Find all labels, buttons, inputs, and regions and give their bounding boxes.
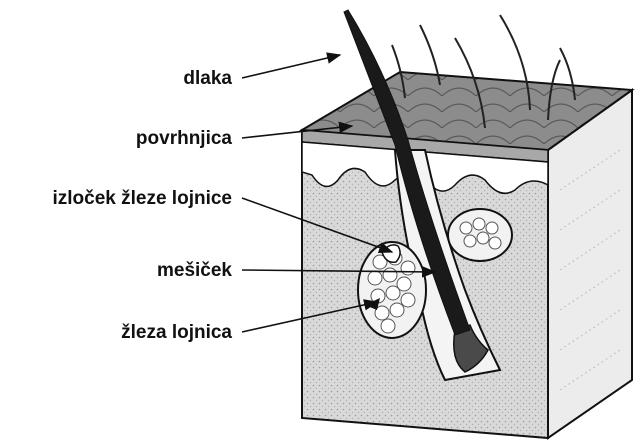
label-epidermis: povrhnjica [136, 128, 233, 149]
label-sebum: izloček žleze lojnice [52, 188, 232, 209]
label-follicle: mešiček [157, 260, 232, 281]
label-sebaceous-gland: žleza lojnica [121, 322, 232, 343]
leader-hair [242, 55, 340, 78]
label-hair: dlaka [183, 68, 232, 89]
sebaceous-gland-right [448, 209, 512, 261]
